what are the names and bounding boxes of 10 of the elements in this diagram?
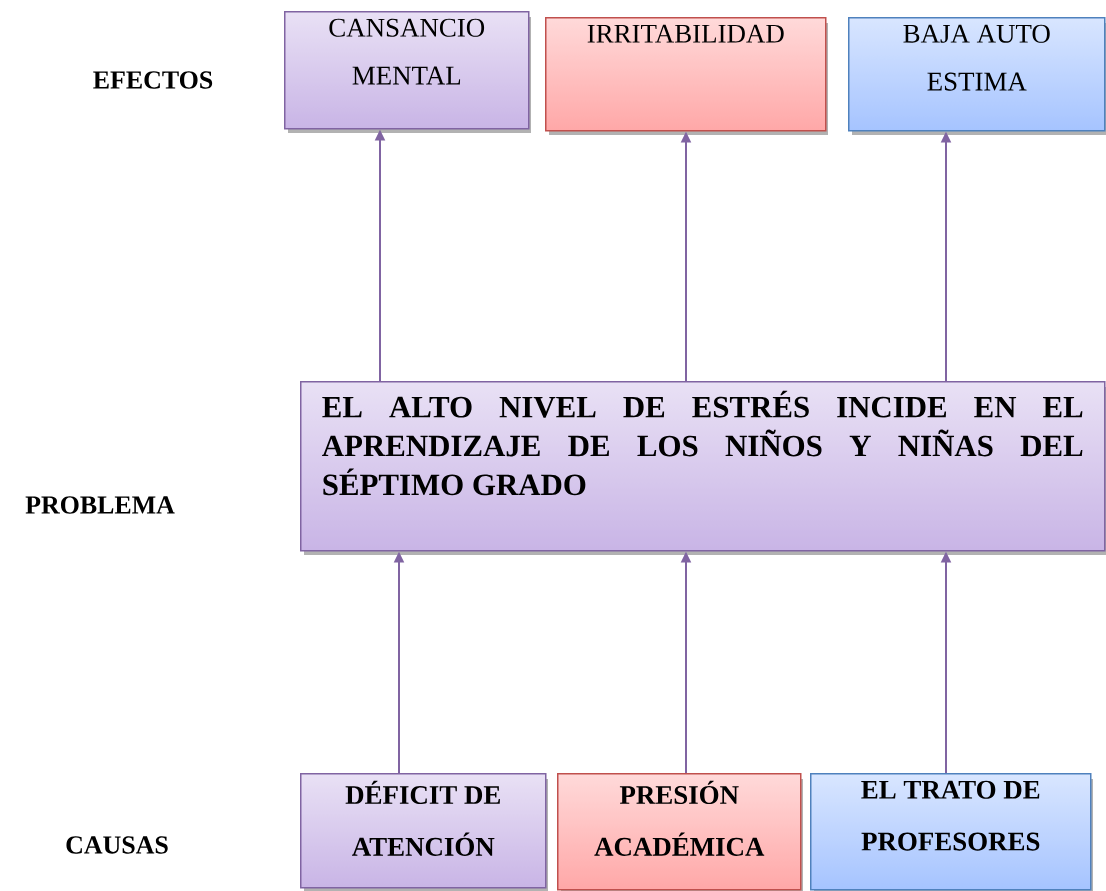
cause-box: DÉFICIT DE ATENCIÓN [300, 773, 548, 891]
effect-box: CANSANCIO MENTAL [284, 11, 531, 133]
row-label: PROBLEMA [25, 496, 175, 514]
row-label: EFECTOS [93, 71, 213, 89]
effect-box: IRRITABILIDAD [545, 17, 828, 135]
row-label: CAUSAS [66, 836, 168, 854]
problem-box: EL ALTO NIVEL DE ESTRÉS INCIDE EN EL APRENDIZAJE DE LOS NIÑOS Y NIÑAS DEL SÉPTIMO GRADO [300, 381, 1106, 555]
cause-box: EL TRATO DE PROFESORES [810, 773, 1093, 891]
cause-box: PRESIÓN ACADÉMICA [557, 773, 803, 891]
effect-box: BAJA AUTO ESTIMA [848, 17, 1106, 135]
